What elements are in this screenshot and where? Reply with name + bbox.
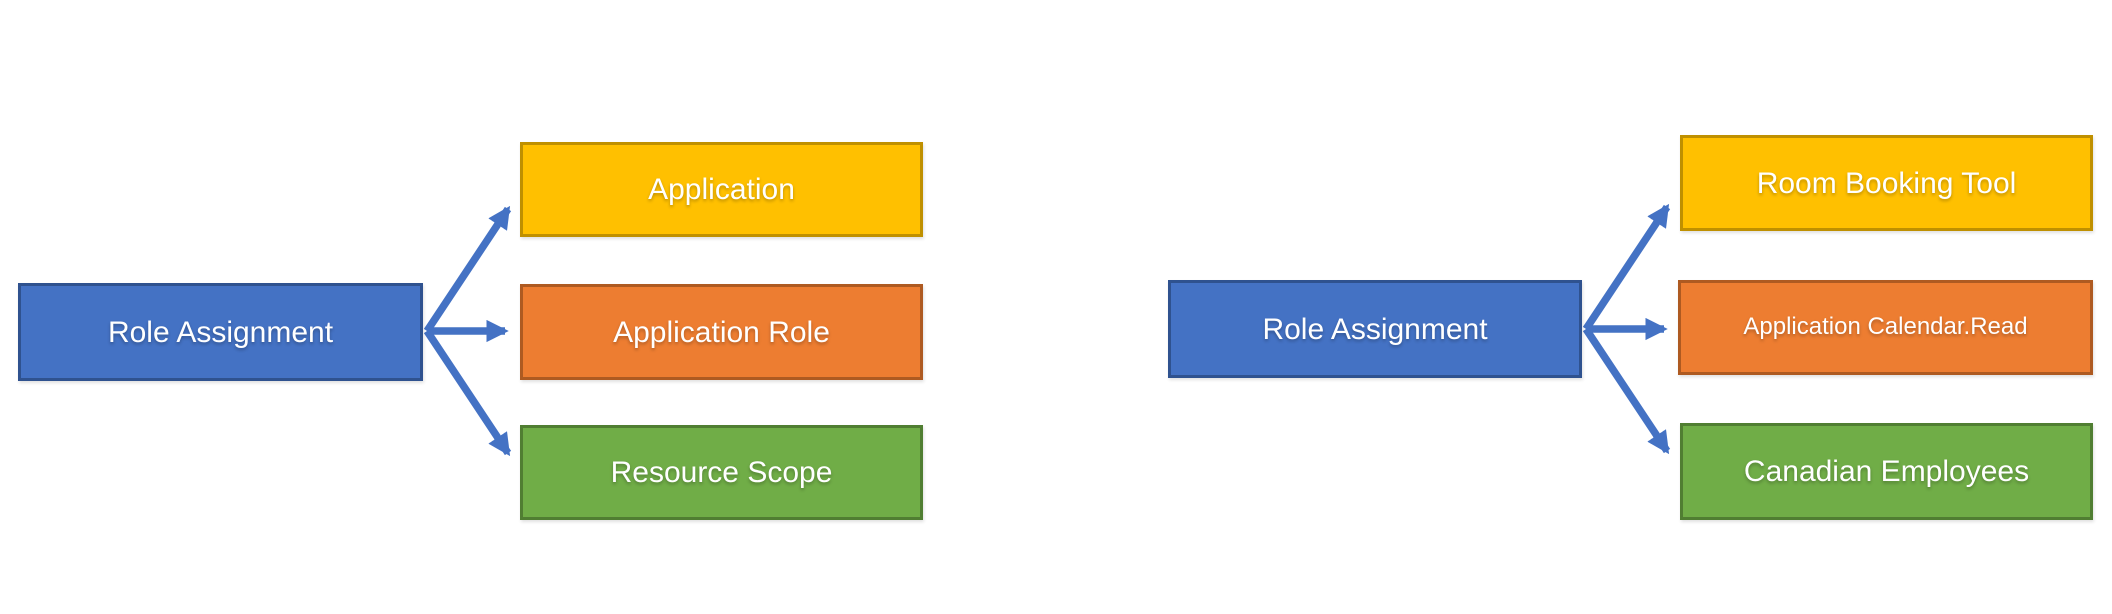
arrow-to-room-booking-tool (1582, 203, 1671, 332)
role-assignment-label-left: Role Assignment (107, 315, 334, 349)
canadian-employees-box: Canadian Employees (1680, 423, 2093, 520)
arrow-to-canadian-employees (1582, 326, 1671, 455)
arrow-to-resource-scope (423, 328, 512, 457)
application-role-box: Application Role (520, 284, 923, 380)
application-role-label: Application Role (613, 315, 830, 349)
role-assignment-box-right: Role Assignment (1168, 280, 1582, 378)
left-diagram-arrows (423, 205, 512, 457)
application-label: Application (648, 173, 795, 206)
arrow-to-application (423, 205, 512, 334)
room-booking-tool-box: Room Booking Tool (1680, 135, 2093, 231)
role-assignment-label-right: Role Assignment (1262, 312, 1488, 346)
resource-scope-box: Resource Scope (520, 425, 923, 520)
right-diagram-arrows (1582, 203, 1671, 455)
resource-scope-label: Resource Scope (610, 456, 833, 489)
application-calendar-read-label: Application Calendar.Read (1743, 313, 2028, 341)
application-box: Application (520, 142, 923, 237)
role-assignment-box-left: Role Assignment (18, 283, 423, 381)
canadian-employees-label: Canadian Employees (1743, 455, 2030, 488)
room-booking-tool-label: Room Booking Tool (1756, 166, 2017, 200)
application-calendar-read-box: Application Calendar.Read (1678, 280, 2093, 375)
